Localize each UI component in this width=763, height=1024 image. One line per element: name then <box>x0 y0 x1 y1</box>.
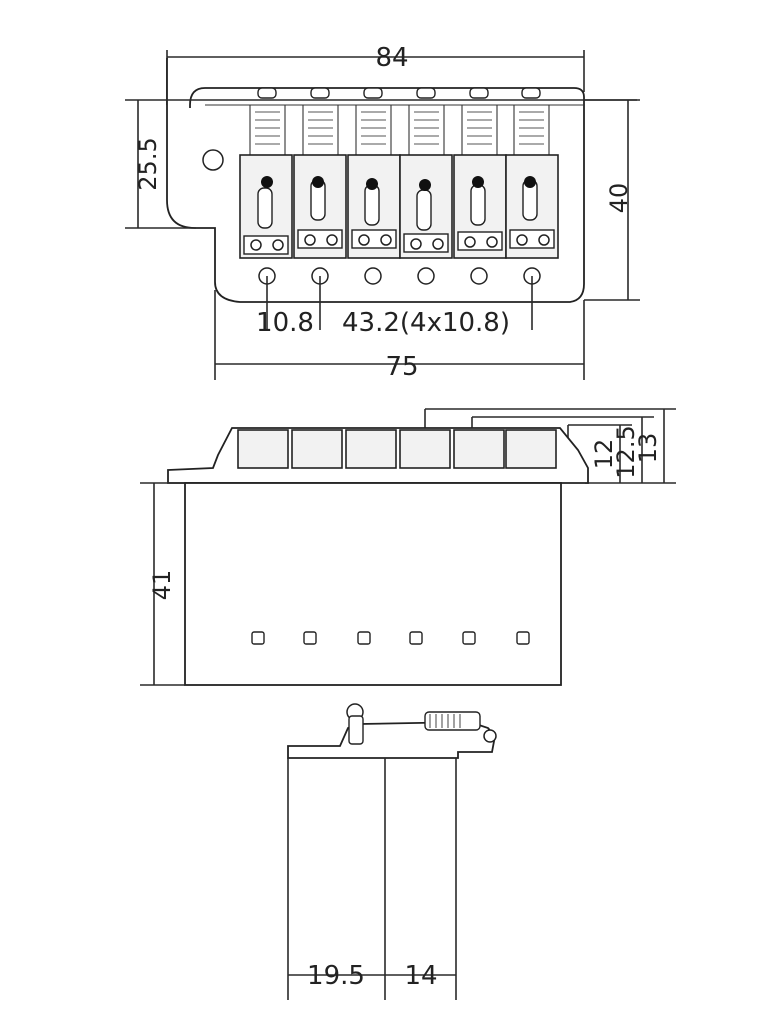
dim-41: 41 <box>148 570 176 601</box>
dim-12-5: 12.5 <box>612 425 640 478</box>
saddle-springs <box>249 87 550 155</box>
saddle-2 <box>293 154 347 259</box>
side-saddles <box>237 429 557 469</box>
side-view: 12 12.5 13 41 <box>140 408 676 686</box>
dim-12: 12 <box>590 439 618 470</box>
saddle-1 <box>239 154 293 259</box>
dim-10-8: 10.8 <box>256 308 314 338</box>
dim-19-5: 19.5 <box>307 961 365 991</box>
saddle-6 <box>505 154 559 259</box>
block-holes <box>251 631 530 645</box>
tremolo-block <box>184 482 562 686</box>
string-holes <box>258 267 541 285</box>
end-view: 19.5 14 <box>287 703 497 1000</box>
dim-40: 40 <box>605 183 633 214</box>
dim-75: 75 <box>385 352 418 382</box>
dim-43-2: 43.2(4x10.8) <box>342 308 510 338</box>
dim-25-5: 25.5 <box>134 137 162 190</box>
dim-14: 14 <box>404 961 437 991</box>
dim-13: 13 <box>634 433 662 464</box>
saddle-4 <box>399 154 453 259</box>
mount-hole <box>202 149 224 171</box>
saddles-top <box>239 154 559 259</box>
saddle-3 <box>347 154 401 259</box>
top-view: 84 25.5 40 <box>125 43 640 382</box>
dim-84: 84 <box>375 43 408 73</box>
saddle-5 <box>453 154 507 259</box>
